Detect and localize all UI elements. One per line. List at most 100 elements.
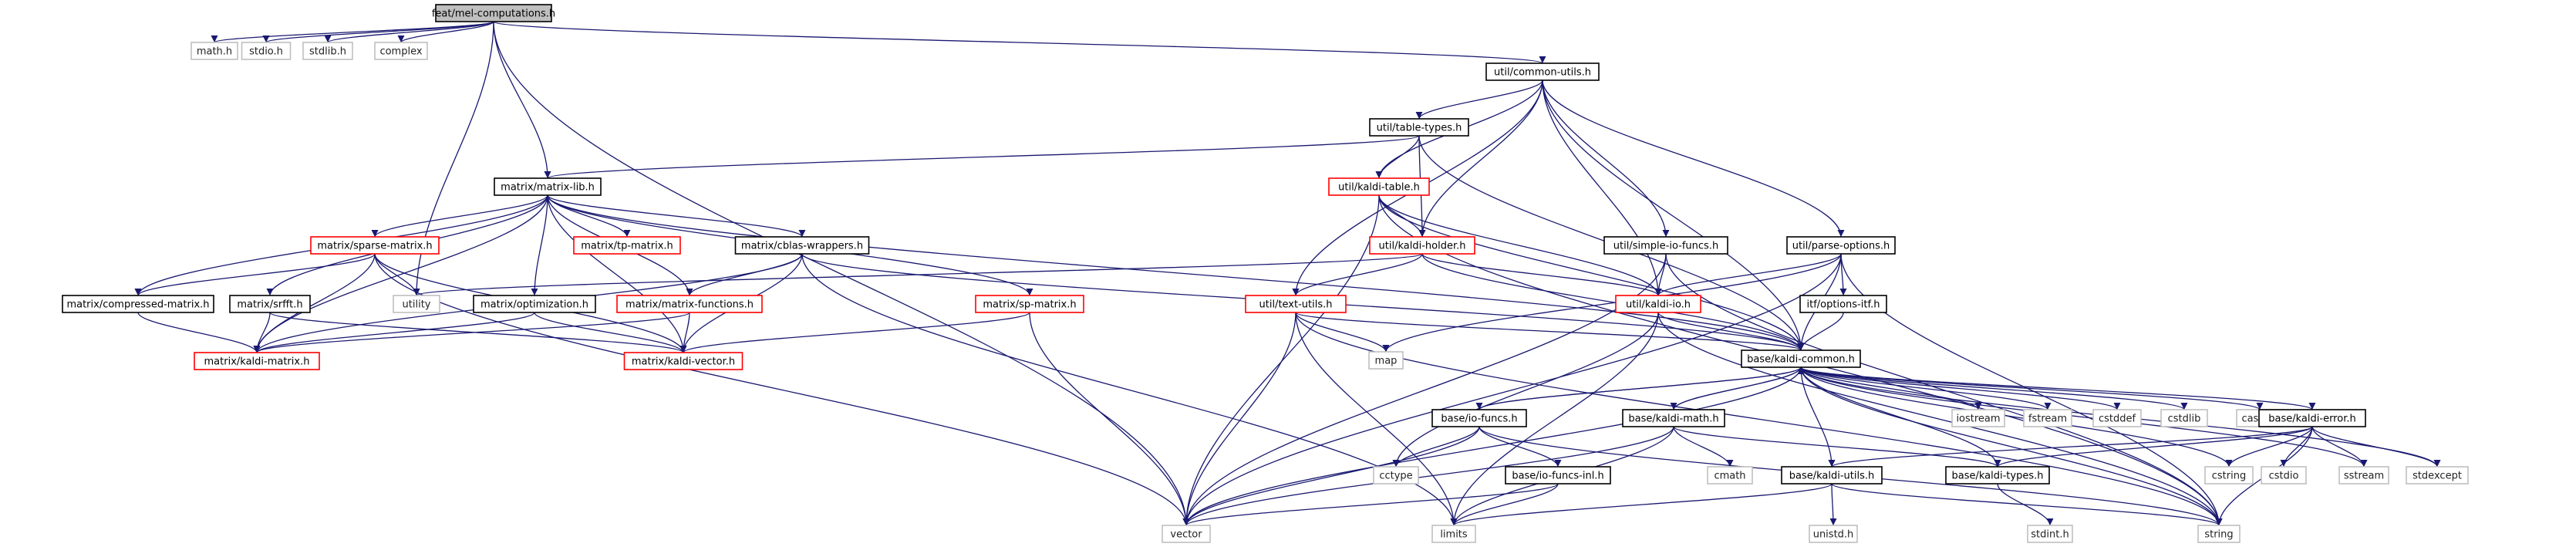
node-kaldimatrix[interactable]: matrix/kaldi-matrix.h (194, 352, 320, 370)
node-cstdlib: cstdlib (2160, 409, 2208, 427)
node-box-vector (1162, 525, 1211, 543)
node-label-commonutils: util/common-utils.h (1494, 67, 1591, 79)
node-matrixfunctions[interactable]: matrix/matrix-functions.h (616, 295, 763, 313)
edge-kalditable-to-kaldicommon (1378, 194, 1805, 351)
node-box-cmath (1707, 466, 1753, 485)
node-label-kalditable: util/kaldi-table.h (1338, 182, 1420, 194)
edge-kaldiholder-to-textutils (1292, 253, 1423, 296)
node-srfft[interactable]: matrix/srfft.h (229, 295, 311, 313)
node-iofuncsinl[interactable]: base/io-funcs-inl.h (1505, 466, 1611, 485)
node-iofuncs[interactable]: base/io-funcs.h (1431, 409, 1527, 427)
node-box-simpleio (1603, 236, 1728, 255)
node-label-iofuncs: base/io-funcs.h (1441, 414, 1517, 425)
node-box-string (2197, 525, 2241, 543)
node-simpleio[interactable]: util/simple-io-funcs.h (1603, 236, 1728, 255)
node-label-sstream: sstream (2344, 471, 2384, 482)
edge-kaldicommon-to-sstream (1800, 366, 2368, 468)
edge-root-to-utility (413, 21, 494, 296)
edge-kaldierror-to-stdexcept (2311, 426, 2441, 468)
edge-kaldiio-to-string (1657, 312, 2223, 526)
node-textutils[interactable]: util/text-utils.h (1245, 295, 1347, 313)
node-label-cstdio: cstdio (2269, 471, 2299, 482)
edge-sparsematrix-to-kaldimatrix (253, 253, 376, 353)
node-label-cstdlib: cstdlib (2168, 414, 2201, 425)
node-map: map (1368, 351, 1404, 370)
node-itfoptions[interactable]: itf/options-itf.h (1799, 295, 1887, 313)
node-label-tabletypes: util/table-types.h (1377, 123, 1462, 134)
node-kaldiio[interactable]: util/kaldi-io.h (1615, 295, 1701, 313)
node-label-utility: utility (403, 299, 431, 311)
edge-spmatrix-to-kaldivector (679, 312, 1030, 353)
node-label-limits: limits (1440, 529, 1468, 541)
node-kaldimath[interactable]: base/kaldi-math.h (1622, 409, 1725, 427)
edge-matrixlib-to-kaldivector (547, 194, 687, 353)
edge-kaldicommon-to-string (1800, 366, 2223, 526)
node-parseoptions[interactable]: util/parse-options.h (1786, 236, 1896, 255)
node-label-root: feat/mel-computations.h (432, 8, 555, 20)
edge-kaldiio-to-limits (1450, 312, 1659, 526)
node-label-kaldiutils: base/kaldi-utils.h (1789, 471, 1875, 482)
edge-root-to-math (211, 21, 494, 43)
node-kalditypes[interactable]: base/kaldi-types.h (1945, 466, 2050, 485)
edge-root-to-complex (397, 21, 494, 43)
edge-kaldierror-to-sstream (2311, 426, 2368, 468)
edge-kaldicommon-to-kaldierror (1800, 366, 2316, 410)
node-box-iofuncs (1431, 409, 1527, 427)
node-label-string: string (2204, 529, 2233, 541)
edge-commonutils-to-parseoptions (1542, 79, 1845, 238)
edge-textutils-to-string (1295, 312, 2223, 526)
node-box-optimization (473, 295, 596, 313)
edge-matrixlib-to-kaldicommon (547, 194, 1805, 351)
node-optimization[interactable]: matrix/optimization.h (473, 295, 596, 313)
node-cblas[interactable]: matrix/cblas-wrappers.h (734, 236, 870, 255)
edge-matrixlib-to-sparsematrix (371, 194, 548, 238)
edge-textutils-to-limits (1295, 312, 1458, 526)
edge-iofuncs-to-vector (1182, 426, 1480, 526)
node-stdio: stdio.h (241, 42, 292, 60)
edge-kaldiholder-to-kaldiio (1421, 253, 1662, 296)
edge-matrixfunctions-to-kaldimatrix (253, 312, 690, 353)
edge-simpleio-to-string (1665, 253, 2223, 526)
node-kaldiholder[interactable]: util/kaldi-holder.h (1369, 236, 1475, 255)
edge-iofuncsinl-to-vector (1182, 483, 1559, 526)
node-compressed[interactable]: matrix/compressed-matrix.h (62, 295, 214, 313)
node-tabletypes[interactable]: util/table-types.h (1369, 118, 1469, 137)
edge-root-to-stdlib (324, 21, 494, 43)
node-label-simpleio: util/simple-io-funcs.h (1613, 241, 1718, 252)
node-kaldiutils[interactable]: base/kaldi-utils.h (1781, 466, 1883, 485)
node-string: string (2197, 525, 2241, 543)
node-box-kaldimatrix (194, 352, 320, 370)
node-kaldierror[interactable]: base/kaldi-error.h (2258, 409, 2366, 427)
node-box-textutils (1245, 295, 1347, 313)
edge-textutils-to-kaldicommon (1295, 312, 1805, 351)
node-tpmatrix[interactable]: matrix/tp-matrix.h (573, 236, 681, 255)
node-label-map: map (1375, 356, 1398, 367)
edge-kaldicommon-to-cstddef (1800, 366, 2121, 410)
node-commonutils[interactable]: util/common-utils.h (1485, 62, 1600, 81)
node-matrixlib[interactable]: matrix/matrix-lib.h (494, 177, 602, 196)
edge-optimization-to-kaldivector (534, 312, 687, 353)
node-spmatrix[interactable]: matrix/sp-matrix.h (975, 295, 1084, 313)
node-cctype: cctype (1373, 466, 1419, 485)
edge-root-to-commonutils (493, 21, 1546, 64)
node-box-stdlib (302, 42, 353, 60)
node-root[interactable]: feat/mel-computations.h (432, 4, 555, 22)
node-kaldivector[interactable]: matrix/kaldi-vector.h (623, 352, 743, 370)
node-box-kaldiio (1615, 295, 1701, 313)
edge-kaldiutils-to-string (1831, 483, 2223, 526)
edge-parseoptions-to-kaldiio (1654, 253, 1842, 296)
node-sparsematrix[interactable]: matrix/sparse-matrix.h (310, 236, 440, 255)
node-stdint: stdint.h (2027, 525, 2073, 543)
node-label-spmatrix: matrix/sp-matrix.h (983, 299, 1076, 311)
edge-iofuncs-to-cctype (1392, 426, 1480, 468)
node-box-cstddef (2092, 409, 2142, 427)
node-kalditable[interactable]: util/kaldi-table.h (1328, 177, 1430, 196)
edge-optimization-to-kaldimatrix (253, 312, 535, 353)
node-kaldicommon[interactable]: base/kaldi-common.h (1741, 349, 1861, 368)
node-box-kaldicommon (1741, 349, 1861, 368)
node-box-commonutils (1485, 62, 1600, 81)
edge-kaldimath-to-cmath (1673, 426, 1734, 468)
node-label-stdint: stdint.h (2031, 529, 2069, 541)
node-box-kaldivector (623, 352, 743, 370)
